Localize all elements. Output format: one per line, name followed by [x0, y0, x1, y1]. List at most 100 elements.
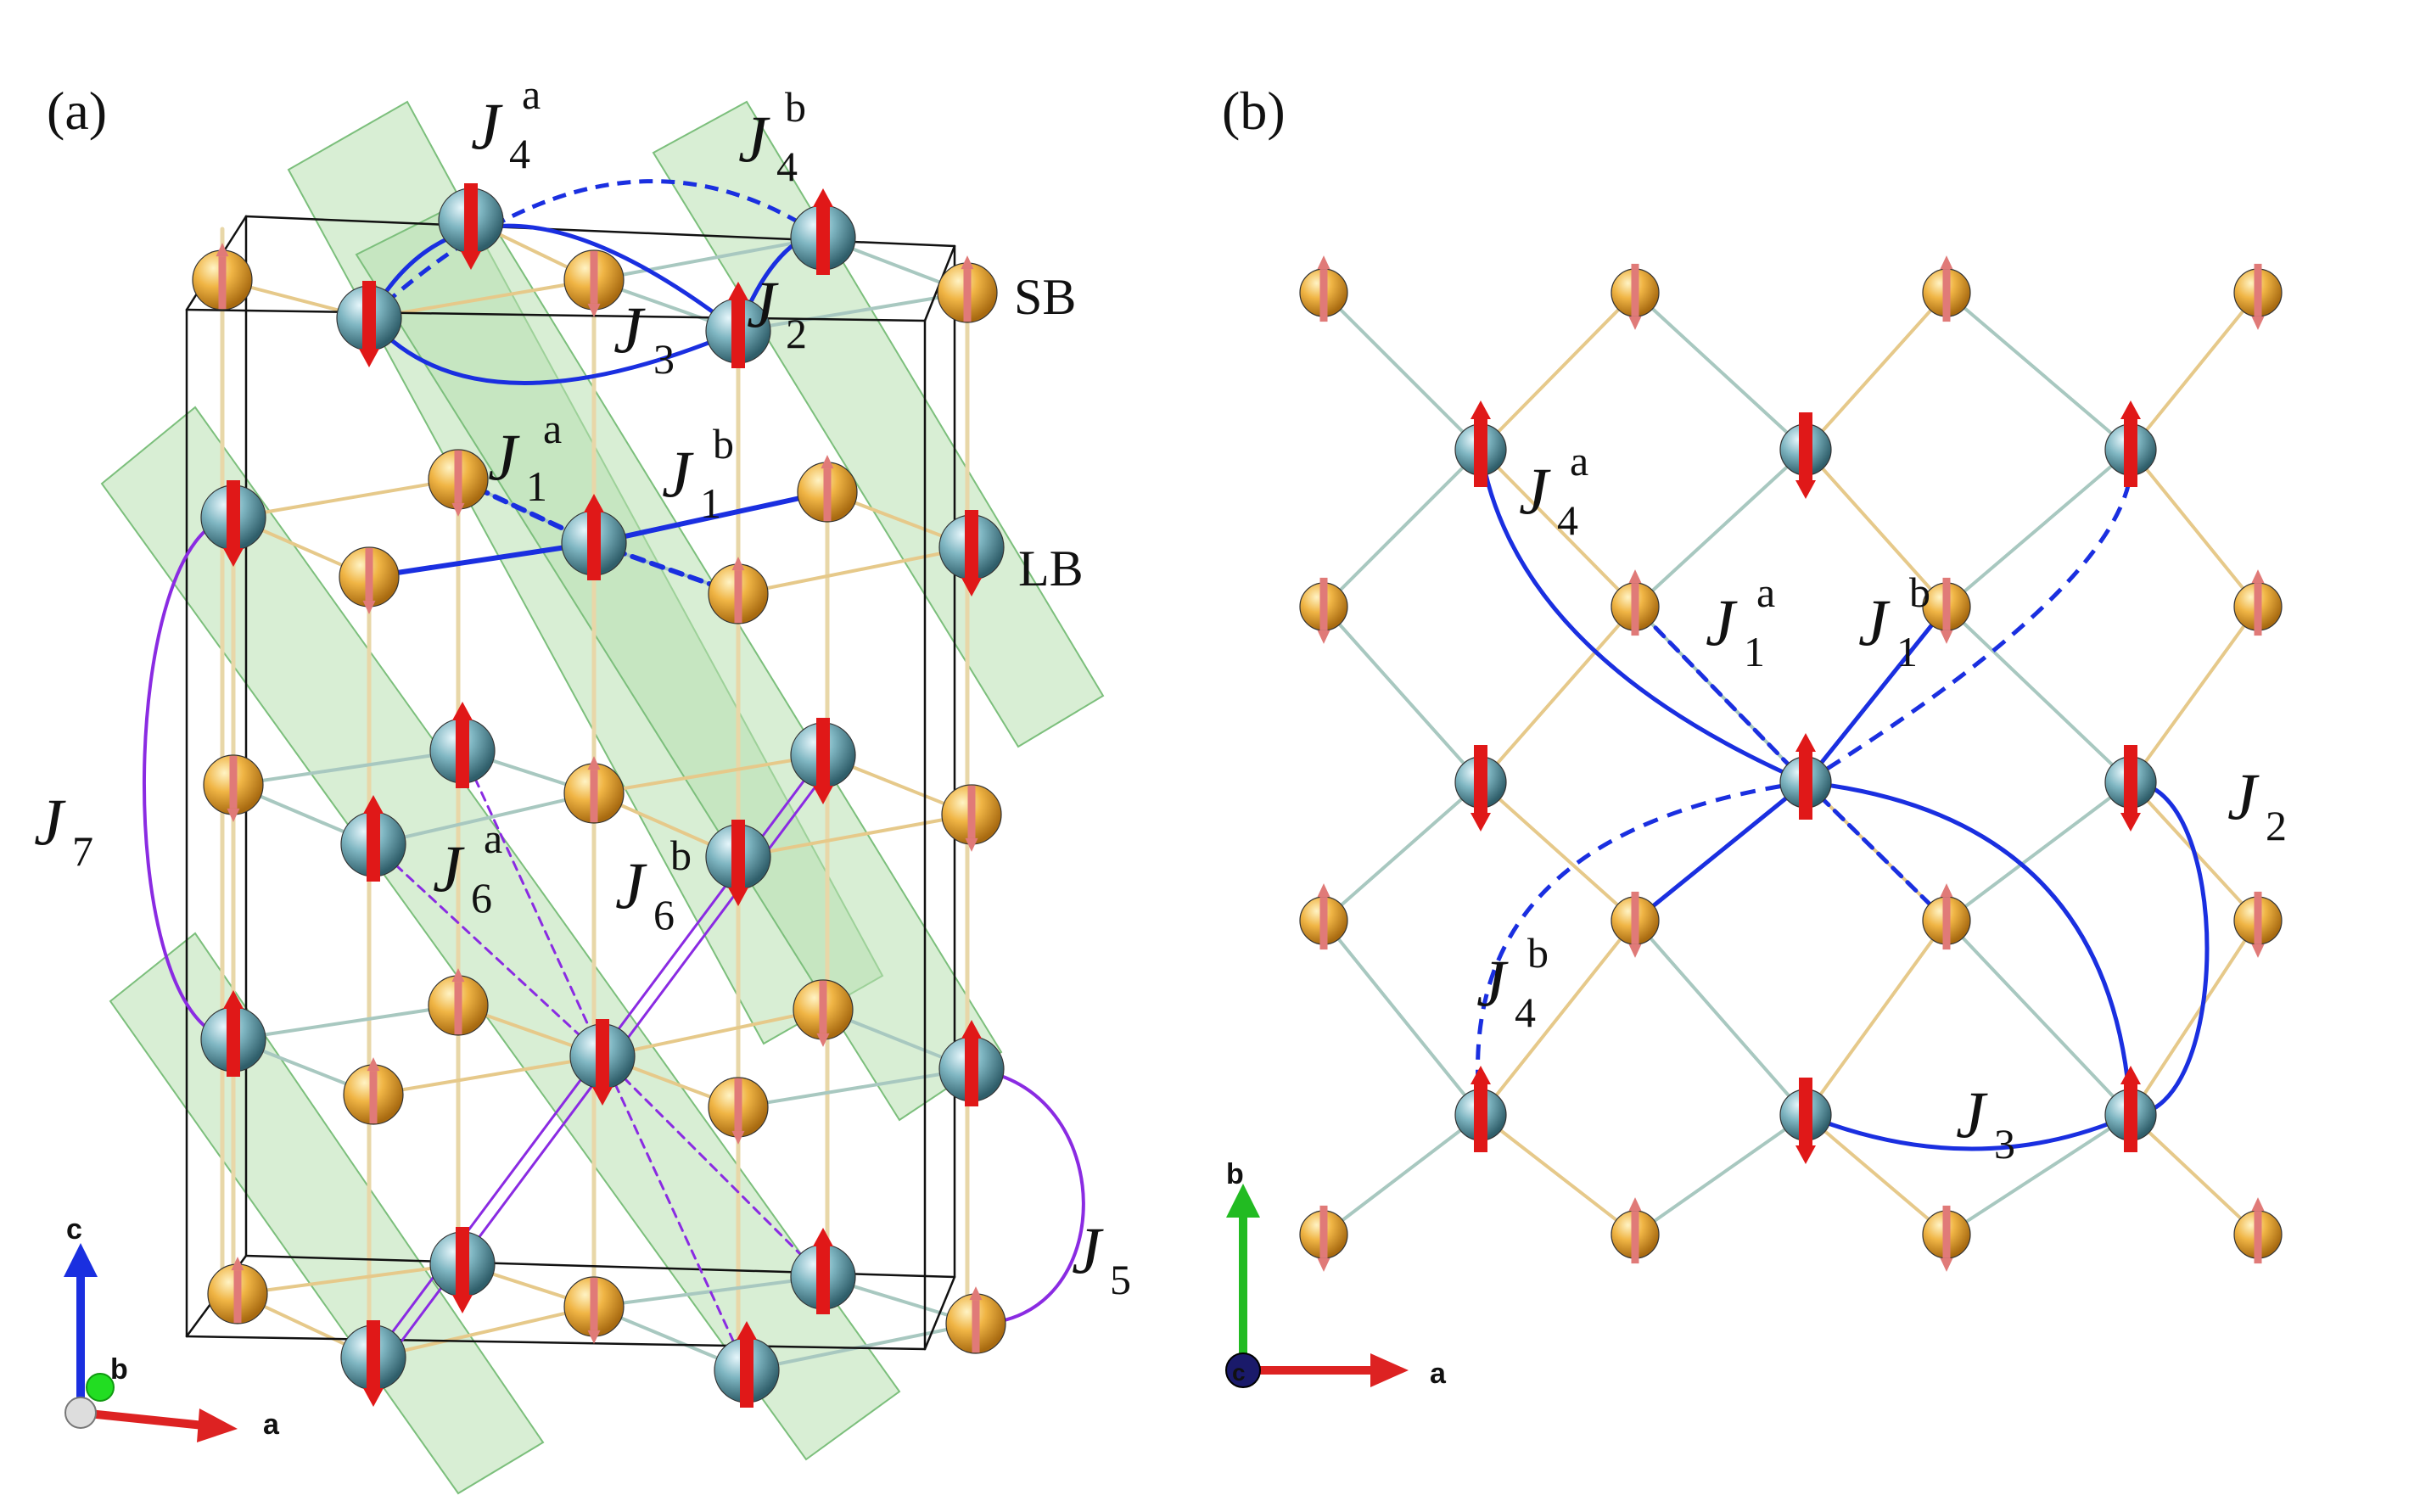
spin-head	[231, 1257, 244, 1271]
spin-head	[2120, 400, 2141, 419]
spin-shaft	[740, 1340, 753, 1408]
label-a-J6b: J 6 b	[615, 832, 692, 938]
spin-shaft	[2124, 1084, 2137, 1152]
bond	[2129, 919, 2260, 1117]
axis-b-b-head	[1226, 1184, 1260, 1218]
small-spin-arrow	[1317, 883, 1330, 950]
spin-shaft	[218, 256, 227, 310]
small-spin-arrow	[587, 250, 601, 317]
svg-text:J: J	[433, 832, 465, 905]
large-spin-arrow	[461, 183, 481, 270]
spin-head	[2251, 1197, 2265, 1212]
bond	[1633, 1113, 1807, 1236]
spin-head	[2251, 569, 2265, 584]
bond	[737, 1067, 973, 1109]
bond	[236, 1263, 464, 1296]
label-b-J4a: J 4 a	[1519, 437, 1588, 544]
svg-text:J: J	[662, 437, 694, 511]
bond	[1479, 291, 1637, 451]
spin-head	[223, 548, 244, 567]
bond	[1479, 448, 1637, 608]
bond	[2129, 605, 2260, 784]
bond	[1633, 291, 1807, 451]
large-spin-arrow	[363, 795, 384, 882]
spin-shaft	[1319, 1205, 1328, 1258]
coupling-a-J6a-3	[601, 1055, 825, 1279]
spin-shaft	[816, 1246, 830, 1314]
svg-text:J: J	[1706, 585, 1738, 659]
svg-text:a: a	[1756, 568, 1775, 616]
spin-shaft	[362, 281, 376, 349]
bond	[1479, 1113, 1637, 1236]
spin-head	[813, 786, 833, 804]
svg-text:4: 4	[509, 130, 530, 177]
coupling-J1b	[1633, 780, 1808, 923]
spin-shaft	[369, 1071, 378, 1124]
spin-shaft	[731, 300, 745, 368]
spin-shaft	[816, 718, 830, 786]
label-b-J1b: J 1 b	[1858, 568, 1930, 675]
spin-shaft	[365, 547, 373, 601]
bond	[1322, 1113, 1482, 1236]
label-a-J6a: J 6 a	[433, 815, 502, 921]
large-spin-arrow	[223, 480, 244, 567]
spin-shaft	[464, 183, 478, 251]
large-spin-arrow	[1795, 1078, 1816, 1164]
bond	[1804, 1113, 1948, 1236]
label-a-J2: J 2	[747, 267, 807, 357]
axis-b-a-head	[1370, 1353, 1409, 1387]
svg-text:J: J	[613, 293, 646, 367]
spin-head	[2120, 813, 2141, 832]
spin-head	[1628, 316, 1642, 330]
svg-text:b: b	[713, 420, 734, 468]
svg-text:J: J	[747, 267, 779, 341]
label-b-J4b: J 4 b	[1476, 929, 1549, 1036]
spin-head	[969, 1286, 983, 1301]
label-b-J2: J 2	[2227, 759, 2287, 849]
spin-shaft	[1799, 752, 1812, 820]
spin-head	[587, 1330, 601, 1344]
spin-head	[2120, 1066, 2141, 1084]
label-SB: SB	[1014, 269, 1076, 325]
spin-head	[1628, 569, 1642, 584]
bond	[1945, 781, 2132, 922]
svg-text:b: b	[1527, 929, 1549, 977]
axis-a-b-dot	[86, 1373, 115, 1402]
spin-head	[1940, 255, 1953, 270]
bond	[1322, 781, 1482, 922]
spin-head	[1317, 255, 1330, 270]
bond	[232, 1004, 460, 1041]
axis-a-b-label: b	[110, 1353, 128, 1386]
svg-text:J: J	[1519, 454, 1551, 528]
spin-shaft	[819, 980, 827, 1033]
bond	[1804, 919, 1948, 1117]
svg-text:b: b	[1909, 568, 1930, 616]
spin-shaft	[456, 720, 469, 788]
svg-text:4: 4	[1557, 496, 1578, 544]
large-spin-arrow	[1795, 733, 1816, 820]
spin-shaft	[1631, 263, 1639, 316]
spin-head	[1940, 883, 1953, 898]
svg-text:a: a	[1570, 437, 1588, 484]
spin-shaft	[229, 755, 238, 809]
spin-shaft	[1942, 897, 1951, 950]
coupling-a-J4b	[367, 179, 825, 320]
svg-text:6: 6	[471, 874, 492, 921]
svg-text:b: b	[670, 832, 692, 879]
svg-text:2: 2	[2266, 802, 2287, 849]
spin-shaft	[233, 1270, 242, 1324]
large-spin-arrow	[1470, 1066, 1491, 1152]
spin-shaft	[590, 770, 598, 823]
unit-cell-edge	[923, 1275, 956, 1351]
bond	[1479, 605, 1637, 784]
bond	[737, 813, 973, 859]
unit-cell-edge	[185, 308, 927, 322]
spin-shaft	[965, 1039, 978, 1106]
large-spin-arrow	[1795, 412, 1816, 499]
spin-shaft	[454, 982, 462, 1035]
large-spin-arrow	[223, 990, 244, 1077]
spin-head	[816, 1033, 830, 1047]
coupling-J4b-b	[1476, 780, 1807, 1116]
bond	[737, 291, 969, 333]
